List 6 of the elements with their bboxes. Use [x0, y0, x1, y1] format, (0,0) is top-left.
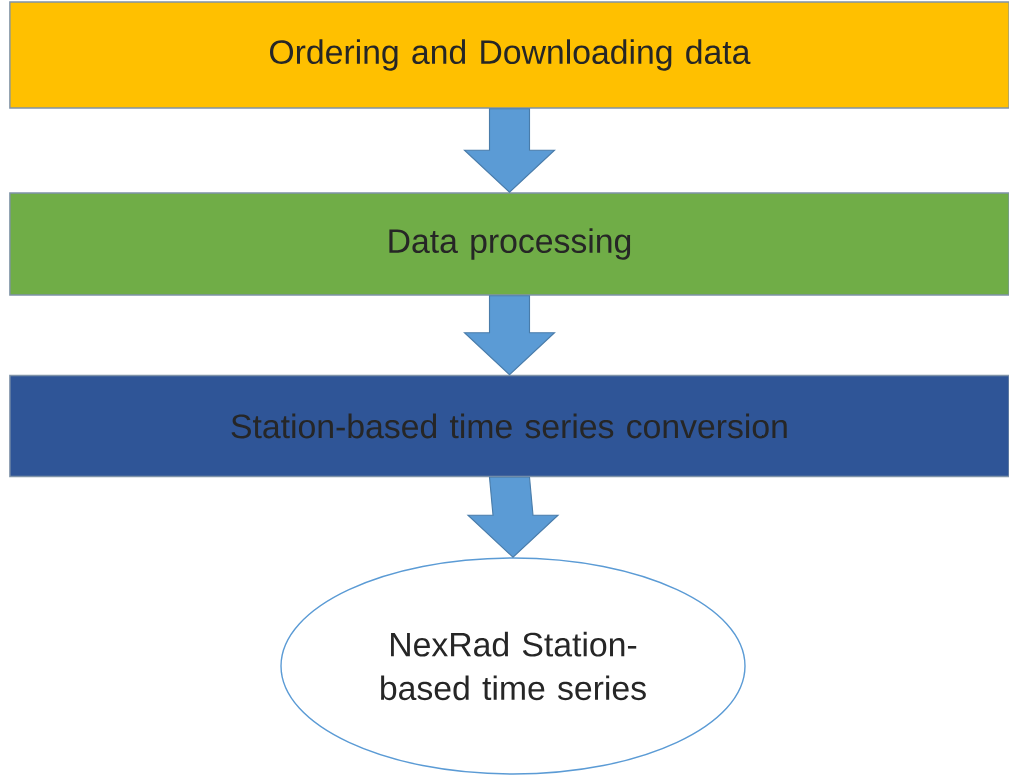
block-arrow [463, 108, 556, 194]
process-box: Ordering and Downloading data [9, 1, 1009, 109]
process-box: Station-based time series conversion [9, 374, 1009, 478]
block-arrow [466, 476, 560, 559]
block-arrow [463, 295, 556, 376]
process-box: Data processing [9, 192, 1009, 296]
